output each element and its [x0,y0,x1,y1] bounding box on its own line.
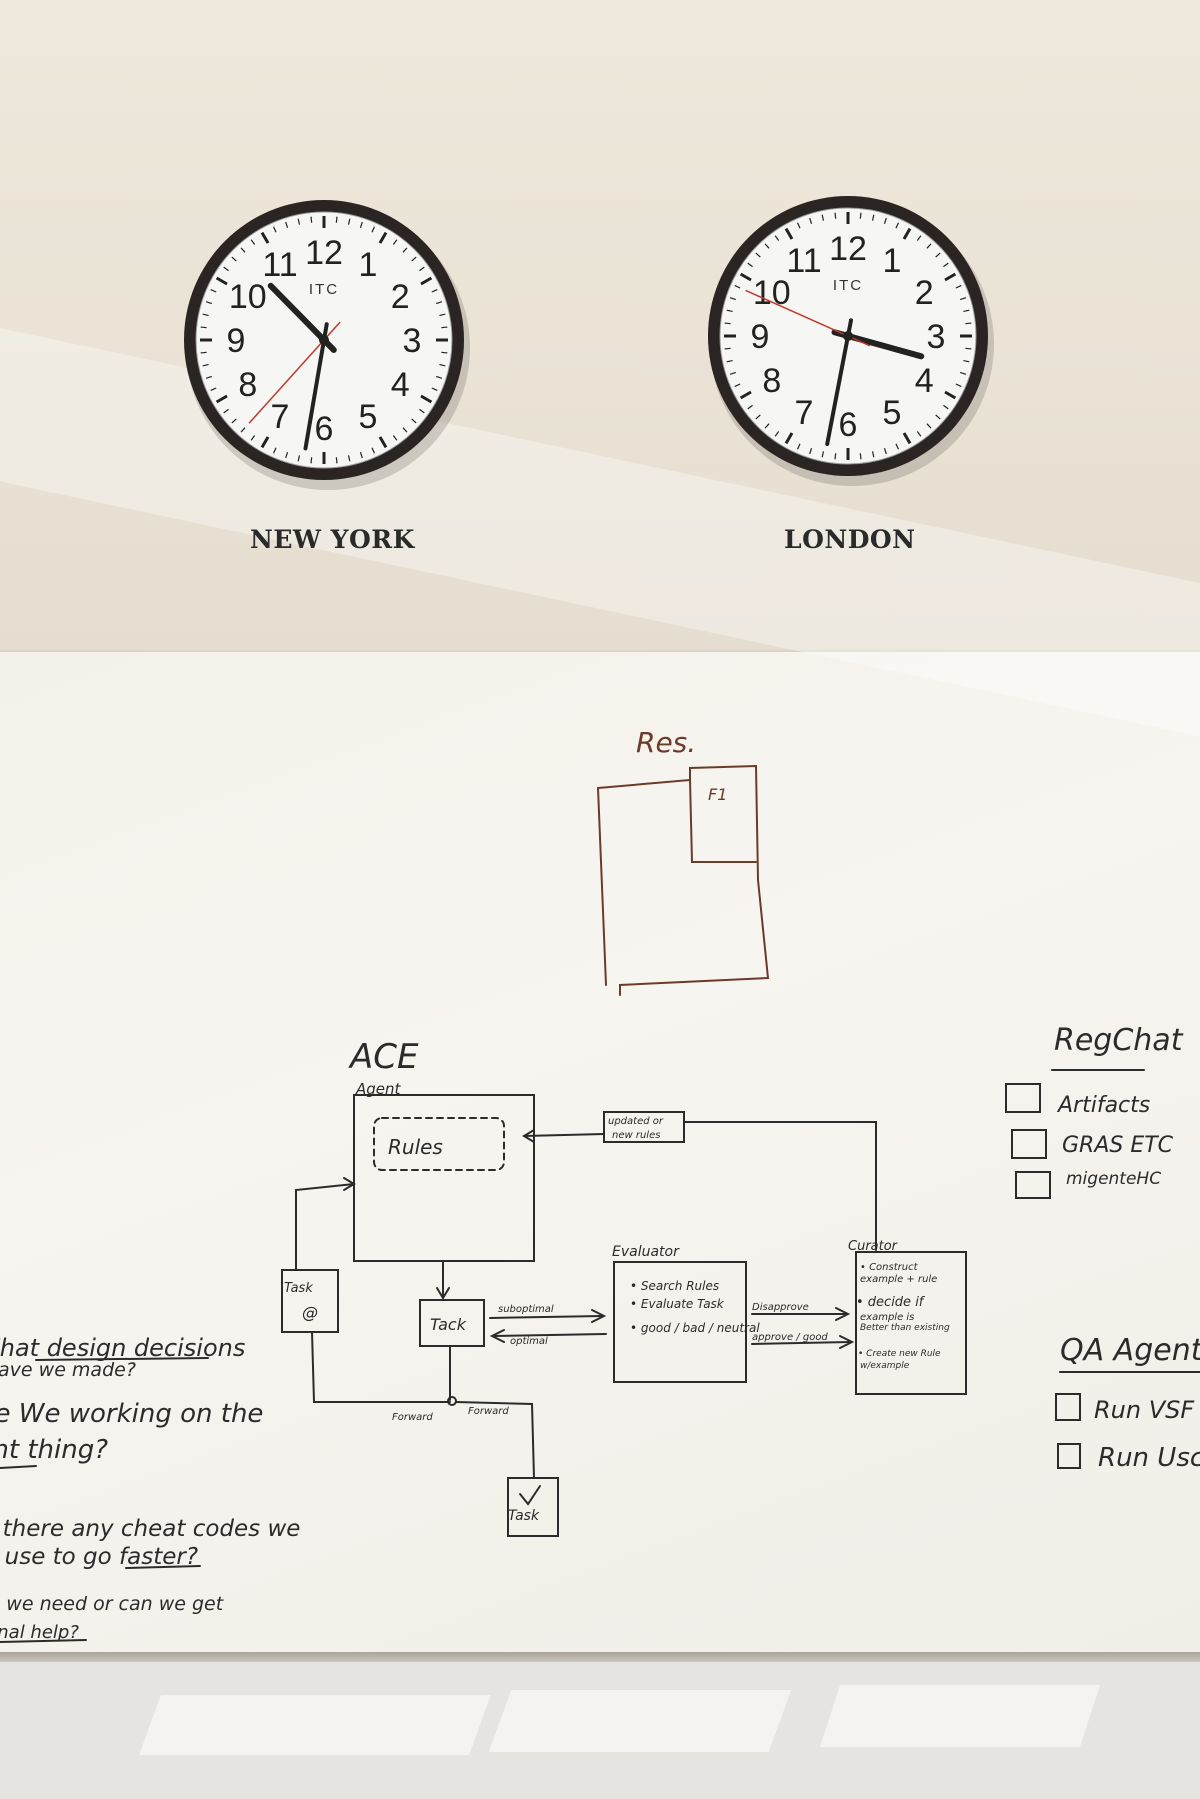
evaluator-item: • good / bad / neutral [630,1321,760,1335]
checkbox-artifacts [1006,1084,1040,1112]
task-in-box [282,1270,338,1332]
rules-label: Rules [388,1135,443,1159]
question-line: right thing? [0,1435,108,1465]
question-line: Are We working on the [0,1399,263,1429]
question-line: Do we need or can we get [0,1593,225,1615]
qa-item: Run Usc [1098,1443,1200,1473]
question-line: What design decisions [0,1334,245,1362]
forward-left-label: Forward [392,1412,433,1423]
regchat-item: GRAS ETC [1062,1133,1174,1158]
optimal-label: optimal [510,1336,548,1347]
curator-label: Curator [848,1239,899,1254]
disapprove-label: Disapprove [752,1302,809,1313]
updated-label-1: updated or [608,1116,664,1127]
agent-label: Agent [355,1080,402,1098]
curator-item: w/example [860,1361,910,1371]
task-done-label: Task [508,1508,540,1524]
task-done-box [508,1478,558,1536]
tack-label: Tack [430,1315,467,1334]
qa-item: Run VSF [1094,1396,1195,1424]
regchat-item: Artifacts [1056,1093,1150,1118]
task-in-label: Task [284,1281,313,1296]
curator-item: • Construct [860,1262,919,1273]
evaluator-item: • Evaluate Task [630,1297,725,1311]
res-sketch [598,766,768,995]
evaluator-item: • Search Rules [630,1279,719,1293]
question-line: can use to go faster? [0,1544,198,1570]
curator-feedback-line [684,1122,876,1250]
curator-item: example + rule [860,1274,937,1285]
regchat-title: RegChat [1054,1023,1184,1058]
checkbox-run-usc [1058,1444,1080,1468]
checkbox-gras [1012,1130,1046,1158]
approve-label: approve / good [752,1332,828,1343]
task-in-symbol: @ [302,1303,318,1322]
ace-title: ACE [348,1037,419,1077]
question-line: Are there any cheat codes we [0,1516,300,1542]
qa-agent-title: QA Agent [1060,1333,1200,1368]
curator-item: example is [860,1312,914,1323]
evaluator-label: Evaluator [612,1244,680,1260]
agent-box [354,1095,534,1261]
res-tab-label: F1 [708,785,727,804]
regchat-item: migenteHC [1066,1169,1161,1189]
arrow-to-rules [524,1134,604,1136]
updated-label-2: new rules [612,1130,660,1141]
checkbox-migente [1016,1172,1050,1198]
question-line: external help? [0,1622,79,1643]
forward-right-label: Forward [468,1406,509,1417]
checkbox-run-vsf [1056,1394,1080,1420]
curator-item: • decide if [856,1295,926,1310]
curator-item: • Create new Rule [858,1349,941,1359]
res-title: Res. [636,726,696,759]
suboptimal-label: suboptimal [498,1304,554,1315]
question-line: have we made? [0,1359,136,1381]
curator-item: Better than existing [860,1323,950,1333]
